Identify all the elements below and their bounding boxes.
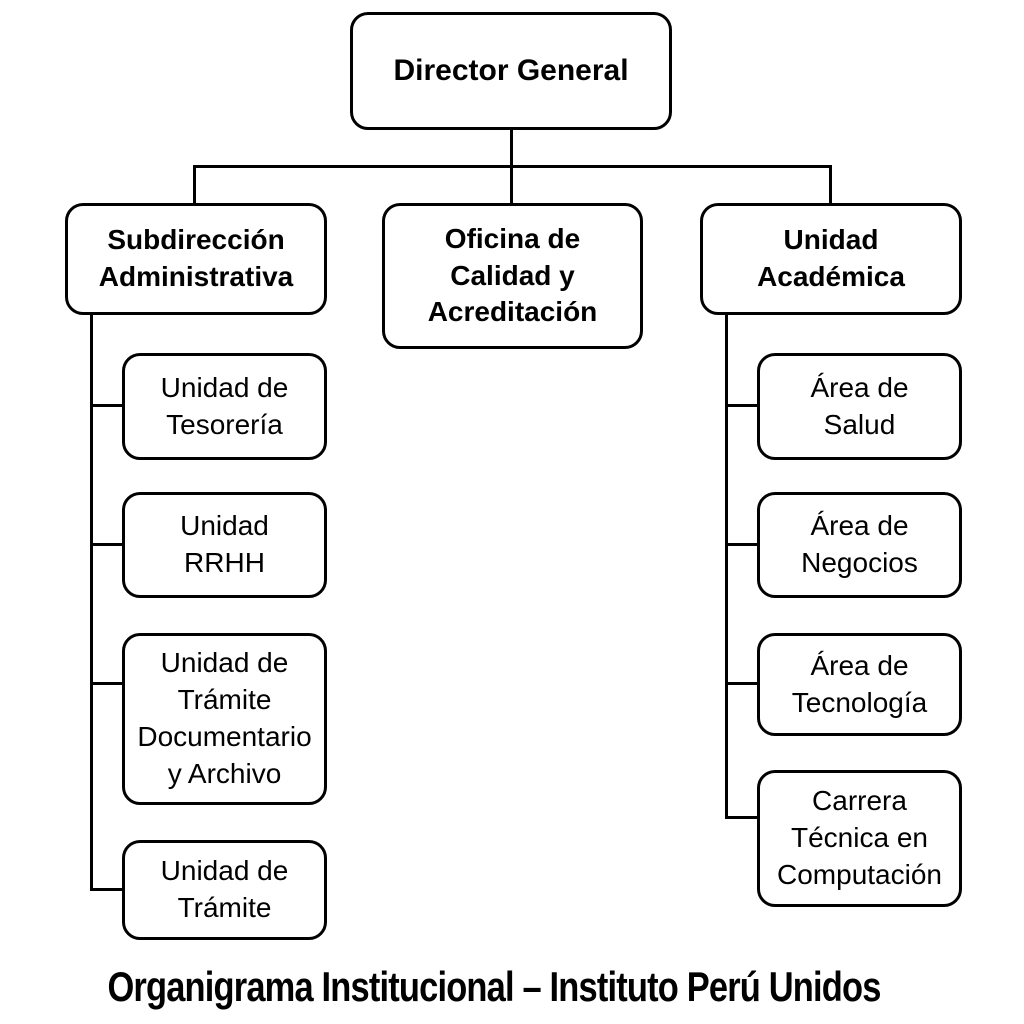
node-subdireccion-administrativa-label: Subdirección Administrativa [98,224,294,292]
connector-stub-tecnologia [725,682,757,685]
connector-stub-carrera [725,816,757,819]
connector-admin-drop [193,165,196,203]
node-unidad-academica-label: Unidad Académica [757,224,905,292]
connector-admin-trunk [90,313,93,891]
node-unidad-tramite-label: Unidad de Trámite [160,855,289,923]
connector-level2-span [193,165,832,168]
node-unidad-tramite-documentario-archivo-label: Unidad de Trámite Documentario y Archivo [137,647,312,789]
node-carrera-tecnica-computacion: Carrera Técnica en Computación [757,770,962,907]
node-area-tecnologia-label: Área de Tecnología [791,649,928,718]
node-subdireccion-administrativa: Subdirección Administrativa [65,203,327,315]
node-unidad-rrhh: Unidad RRHH [122,492,327,598]
node-unidad-tramite-documentario-archivo: Unidad de Trámite Documentario y Archivo [122,633,327,805]
node-oficina-calidad-acreditacion: Oficina de Calidad y Acreditación [382,203,643,349]
node-carrera-tecnica-computacion-label: Carrera Técnica en Computación [777,785,942,890]
node-unidad-rrhh-label: Unidad RRHH [180,510,269,578]
connector-stub-tesoreria [90,404,122,407]
node-area-negocios-label: Área de Negocios [801,510,918,578]
node-area-salud-label: Área de Salud [810,371,909,440]
connector-stub-rrhh [90,543,122,546]
chart-caption: Organigrama Institucional – Instituto Pe… [107,963,881,1010]
node-unidad-tesoreria-label: Unidad de Tesorería [160,371,289,440]
node-unidad-tesoreria: Unidad de Tesorería [122,353,327,460]
connector-stub-tramite [90,888,122,891]
connector-stub-salud [725,404,757,407]
node-director-general-label: Director General [393,54,629,88]
connector-academica-drop [829,165,832,203]
connector-academica-trunk [725,313,728,819]
connector-stub-negocios [725,543,757,546]
node-unidad-tramite: Unidad de Trámite [122,840,327,940]
node-unidad-academica: Unidad Académica [700,203,962,315]
node-director-general: Director General [350,12,672,130]
node-area-salud: Área de Salud [757,353,962,460]
node-area-tecnologia: Área de Tecnología [757,633,962,736]
node-oficina-calidad-acreditacion-label: Oficina de Calidad y Acreditación [427,222,598,328]
node-area-negocios: Área de Negocios [757,492,962,598]
connector-stub-documentario [90,682,122,685]
